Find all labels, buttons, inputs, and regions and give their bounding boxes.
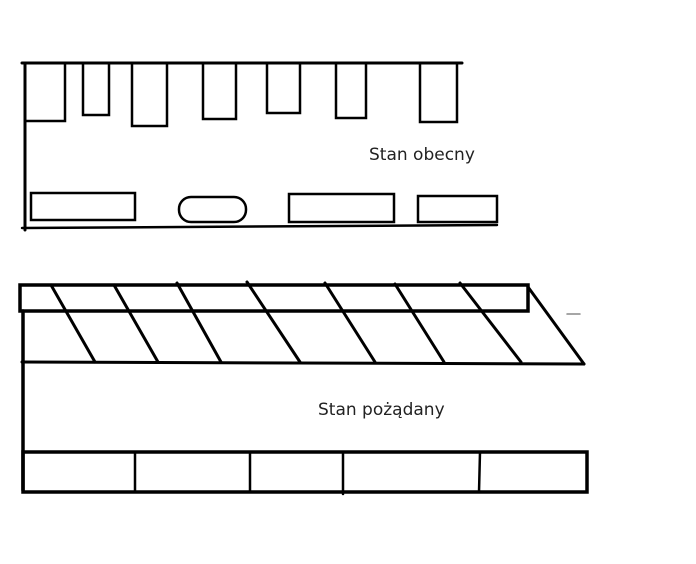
floor-strip — [21, 450, 589, 494]
hanging-box — [81, 61, 111, 117]
diagonal-strut — [175, 281, 223, 364]
lower-line — [20, 360, 586, 366]
hanging-box — [23, 61, 67, 123]
diagonal-strut — [458, 281, 523, 364]
diagonal-strut — [112, 283, 160, 364]
floor-box — [416, 194, 499, 224]
hanging-box — [130, 61, 169, 128]
floor-box — [29, 191, 137, 222]
floor-rounded-box — [177, 195, 248, 224]
hanging-box — [201, 61, 238, 121]
desired-state-label: Stan pożądany — [318, 400, 445, 420]
diagonal-strut — [323, 281, 377, 364]
diagonal-strut — [526, 285, 586, 366]
floor-box — [287, 192, 396, 224]
desired-state-diagram: Stan pożądany — [18, 280, 589, 496]
current-state-diagram: Stan obecny — [20, 61, 499, 232]
diagonal-strut — [393, 282, 446, 364]
hanging-box — [265, 61, 302, 115]
hanging-box — [334, 61, 368, 120]
floor-divider — [477, 450, 482, 494]
top-beam — [18, 283, 530, 313]
bottom-line — [20, 223, 499, 230]
diagonal-strut — [245, 280, 302, 364]
current-state-label: Stan obecny — [369, 145, 475, 165]
hanging-box — [418, 61, 459, 124]
diagonal-strut — [49, 283, 97, 364]
